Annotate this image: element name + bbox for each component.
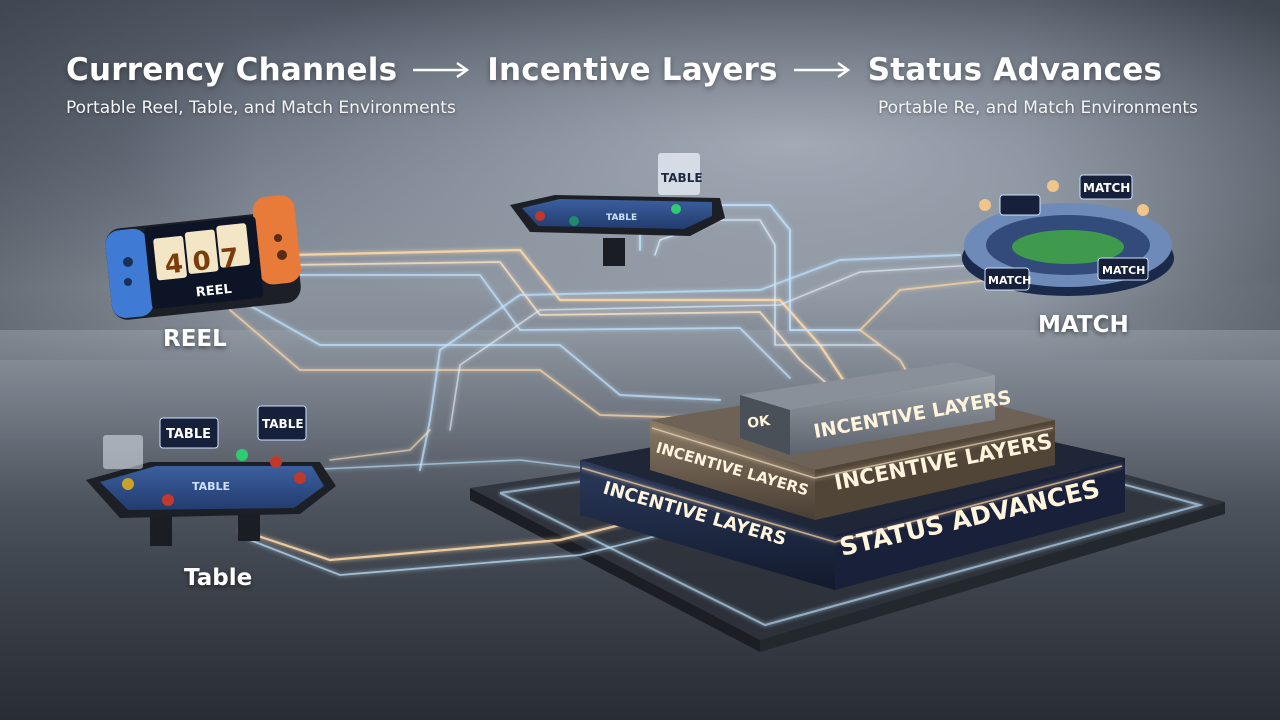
reel-screen-label: REEL	[195, 282, 232, 301]
reel-console	[105, 195, 301, 320]
incentive-stack	[580, 362, 1125, 590]
table-top-felt-label: TABLE	[606, 213, 637, 223]
table-top-node	[510, 153, 725, 266]
node-label-table: Table	[184, 565, 253, 591]
node-label-match: MATCH	[1038, 312, 1129, 338]
step-title-currency: Currency Channels	[66, 52, 398, 88]
table-bottom-node	[86, 405, 336, 546]
table-bottom-felt-label: TABLE	[192, 480, 230, 493]
table-top-sign: TABLE	[661, 171, 703, 185]
stadium-node	[962, 174, 1174, 296]
arrow-right-icon	[413, 61, 470, 79]
flow-lines	[229, 204, 991, 576]
table-bottom-sign-right: TABLE	[262, 417, 304, 431]
stadium-banner-left: MATCH	[988, 274, 1031, 287]
header-flow: Currency Channels Incentive Layers Statu…	[66, 52, 1162, 88]
arrow-right-icon	[793, 61, 850, 79]
step-title-status: Status Advances	[867, 52, 1163, 88]
stadium-sign: MATCH	[1083, 181, 1130, 195]
step-title-incentive: Incentive Layers	[487, 52, 778, 88]
top-cube-label: OK	[746, 413, 772, 432]
table-bottom-sign-left: TABLE	[166, 427, 211, 442]
node-label-reel: REEL	[163, 326, 227, 352]
step-subtitle-status: Portable Re, and Match Environments	[878, 98, 1198, 118]
stadium-banner-right: MATCH	[1102, 264, 1145, 277]
step-subtitle-currency: Portable Reel, Table, and Match Environm…	[66, 98, 456, 118]
